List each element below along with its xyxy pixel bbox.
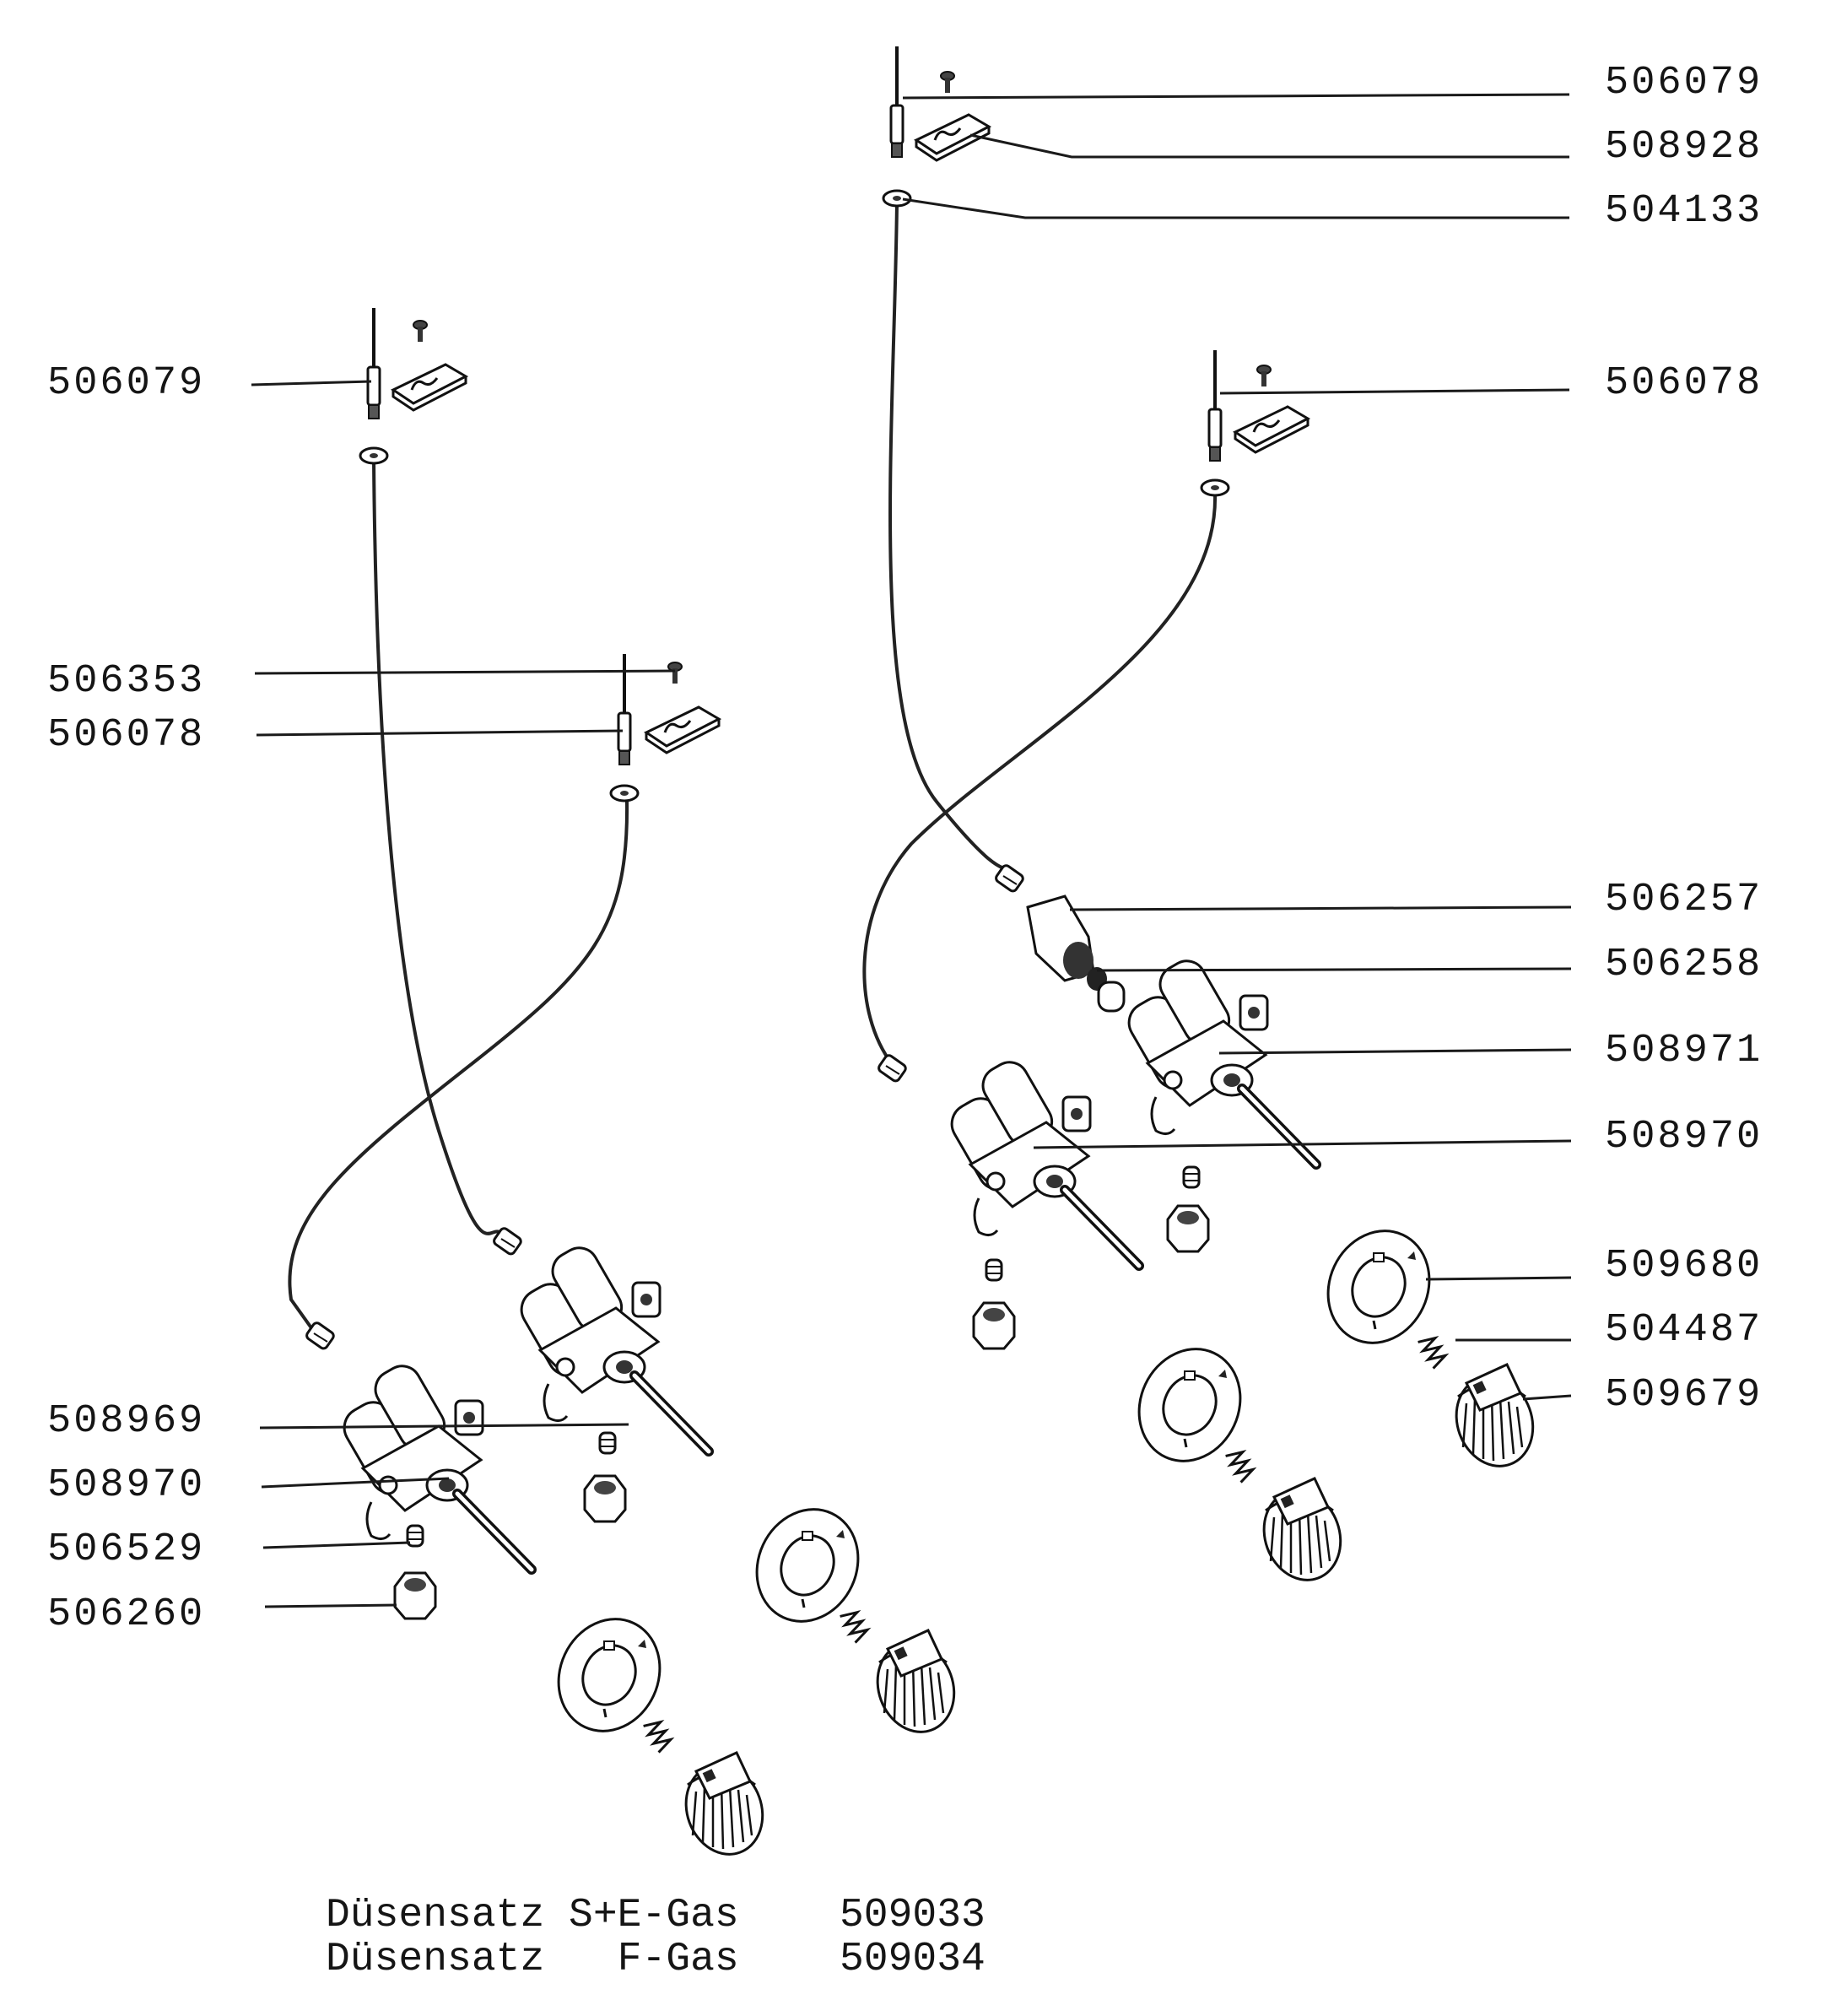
knob-right-1 bbox=[1443, 1363, 1547, 1478]
leader-l3 bbox=[256, 729, 624, 737]
part-label-r9: 509680 bbox=[1605, 1244, 1763, 1289]
gas-valve-left-lower bbox=[337, 1359, 532, 1570]
gas-valve-left-upper bbox=[514, 1241, 709, 1451]
part-label-r11: 509679 bbox=[1605, 1373, 1763, 1418]
tube-nut-right-2 bbox=[876, 1052, 909, 1084]
part-label-l5: 508970 bbox=[47, 1463, 206, 1508]
hex-nut-right-1 bbox=[1166, 1204, 1210, 1253]
thermocouple-tube-right-long bbox=[888, 202, 1010, 874]
part-label-r3: 504133 bbox=[1605, 189, 1763, 234]
jet-right-1 bbox=[1182, 1165, 1201, 1189]
footer-line2-number: 509034 bbox=[840, 1937, 986, 1982]
washer-right bbox=[1200, 478, 1230, 497]
thermocouple-tube-left-short bbox=[288, 801, 629, 1331]
washer-top bbox=[882, 189, 912, 208]
leader-r5 bbox=[1069, 905, 1572, 911]
part-label-l4: 508969 bbox=[47, 1399, 206, 1444]
thermocouple-tube-left-long bbox=[372, 459, 508, 1241]
leader-l4 bbox=[259, 1423, 629, 1430]
part-label-r5: 506257 bbox=[1605, 878, 1763, 922]
bracket-left-top bbox=[392, 363, 467, 412]
screw-top bbox=[940, 71, 955, 94]
part-label-r10: 504487 bbox=[1605, 1308, 1763, 1353]
leader-l5 bbox=[261, 1477, 450, 1489]
dial-plate-left-1 bbox=[737, 1491, 878, 1640]
leader-r6 bbox=[1096, 967, 1572, 972]
spring-left-2 bbox=[642, 1716, 675, 1754]
footer-line1-name: Düsensatz S+E-Gas bbox=[326, 1893, 739, 1938]
footer-line1-number: 509033 bbox=[840, 1893, 986, 1938]
part-label-l1: 506079 bbox=[47, 361, 206, 406]
screw-left-top bbox=[413, 320, 428, 343]
knob-left-2 bbox=[672, 1751, 776, 1867]
jet-right-2 bbox=[985, 1258, 1003, 1282]
spring-right-1 bbox=[1417, 1332, 1450, 1370]
hex-nut-right-2 bbox=[972, 1301, 1016, 1350]
part-label-l2: 506353 bbox=[47, 659, 206, 704]
dial-plate-right-1 bbox=[1309, 1213, 1449, 1361]
hex-nut-left-2 bbox=[393, 1571, 437, 1620]
leader-r8 bbox=[1033, 1139, 1572, 1149]
part-label-l7: 506260 bbox=[47, 1592, 206, 1637]
part-label-r1: 506079 bbox=[1605, 61, 1763, 105]
bracket-right bbox=[1234, 405, 1310, 454]
leader-r3 bbox=[902, 197, 1569, 219]
leader-r2 bbox=[969, 133, 1569, 159]
thermocouple-probe-right bbox=[1207, 349, 1223, 462]
knob-left-1 bbox=[864, 1629, 968, 1744]
screw-right bbox=[1256, 365, 1272, 387]
part-label-r6: 506258 bbox=[1605, 943, 1763, 987]
screw-left-mid bbox=[667, 662, 683, 684]
part-label-l6: 506529 bbox=[47, 1527, 206, 1572]
jet-left-1 bbox=[598, 1431, 617, 1455]
washer-left-top bbox=[359, 446, 389, 465]
knob-right-2 bbox=[1250, 1477, 1354, 1592]
leader-r9 bbox=[1425, 1276, 1572, 1281]
thermocouple-probe-top bbox=[889, 45, 904, 159]
leader-r7 bbox=[1218, 1048, 1572, 1055]
bracket-left-mid bbox=[645, 705, 721, 754]
part-label-r2: 508928 bbox=[1605, 125, 1763, 170]
gas-valve-right-upper bbox=[1121, 954, 1316, 1165]
leader-l2 bbox=[254, 669, 676, 675]
footer-line2-name: Düsensatz F-Gas bbox=[326, 1937, 739, 1982]
leader-r4 bbox=[1219, 388, 1570, 395]
thermocouple-probe-left-top bbox=[366, 306, 381, 420]
washer-left-mid bbox=[609, 784, 640, 803]
gas-valve-right-lower bbox=[944, 1056, 1139, 1266]
tube-nut-right-1 bbox=[993, 862, 1026, 894]
part-label-r8: 508970 bbox=[1605, 1115, 1763, 1159]
leader-l1 bbox=[251, 380, 372, 386]
part-label-r4: 506078 bbox=[1605, 361, 1763, 406]
leader-r1 bbox=[902, 93, 1570, 100]
spring-right-2 bbox=[1224, 1446, 1257, 1484]
spring-left-1 bbox=[839, 1606, 872, 1645]
interrupter-insert bbox=[1087, 967, 1126, 1013]
leader-l6 bbox=[262, 1541, 411, 1549]
leader-lines bbox=[251, 93, 1572, 1608]
leader-r11 bbox=[1522, 1394, 1572, 1401]
leader-l7 bbox=[264, 1603, 397, 1608]
part-label-l3: 506078 bbox=[47, 713, 206, 758]
thermocouple-tube-right-short bbox=[862, 493, 1218, 1067]
part-label-r7: 508971 bbox=[1605, 1029, 1763, 1073]
hex-nut-left-1 bbox=[583, 1474, 627, 1523]
